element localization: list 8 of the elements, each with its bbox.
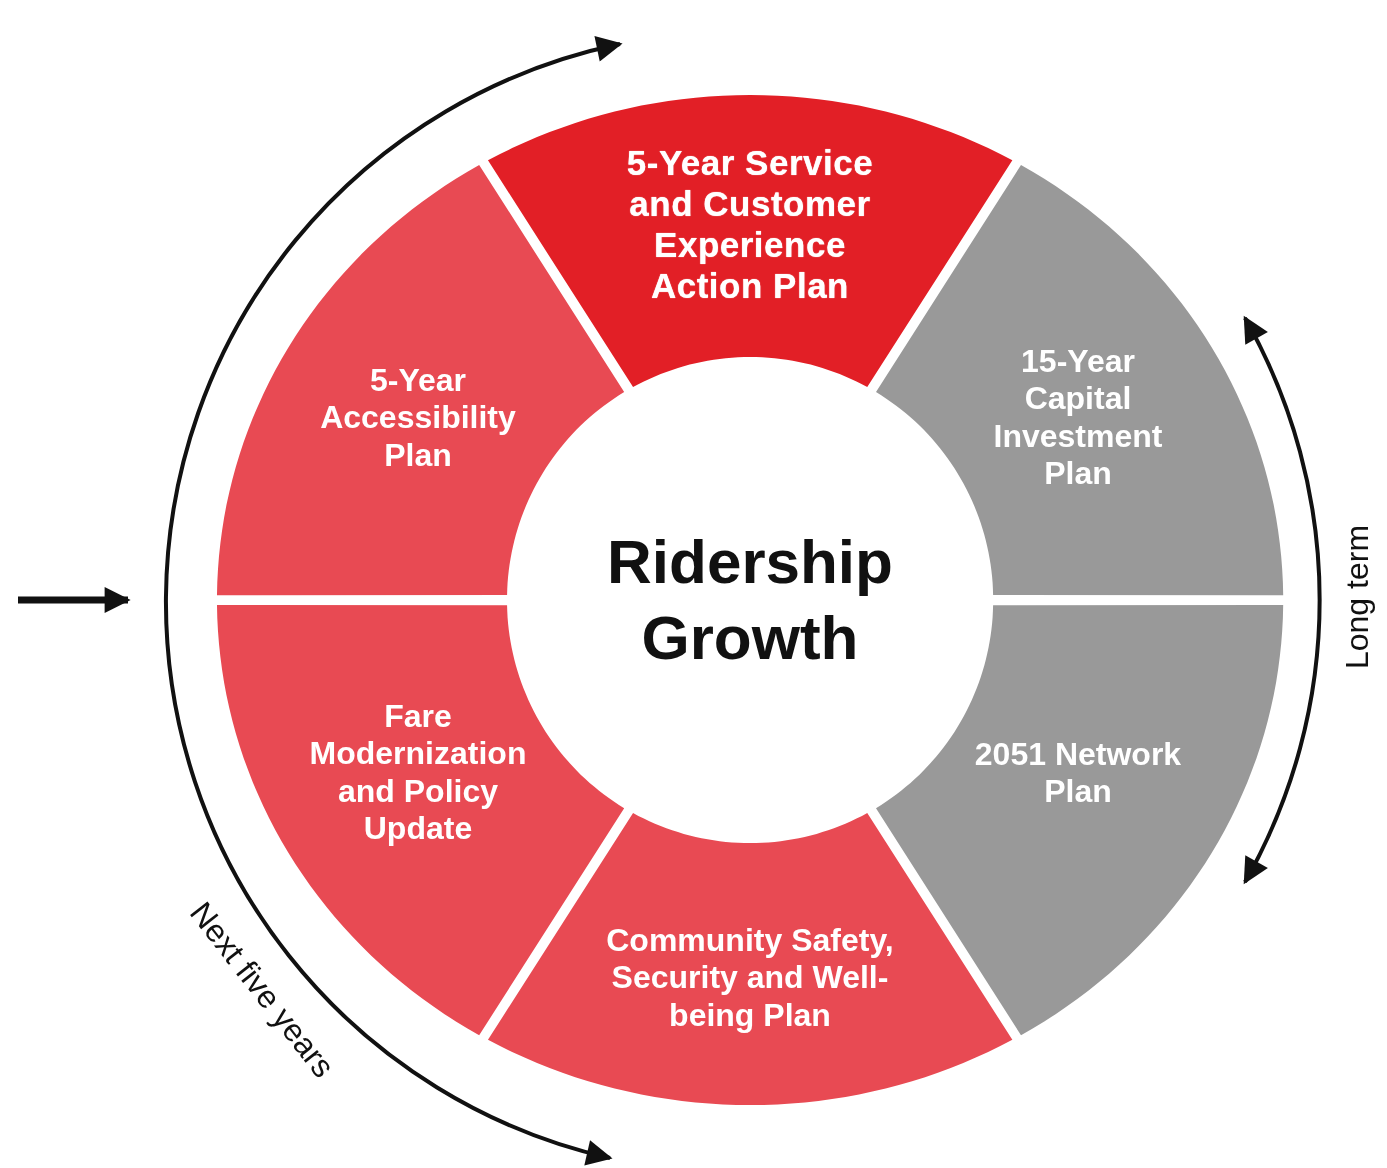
segment-label: 5-Year Service and Customer Experience Action Plan bbox=[625, 143, 875, 307]
segment-label: Fare Modernization and Policy Update bbox=[308, 698, 528, 848]
segment-label: 15-Year Capital Investment Plan bbox=[992, 343, 1164, 493]
segment-label: 5-Year Accessibility Plan bbox=[319, 361, 517, 475]
segment-label: Community Safety, Security and Well-being Plan bbox=[605, 921, 895, 1035]
segment-label: 2051 Network Plan bbox=[973, 735, 1183, 811]
arc-label: Long term bbox=[1338, 524, 1376, 670]
hub-title: Ridership Growth bbox=[606, 526, 894, 674]
